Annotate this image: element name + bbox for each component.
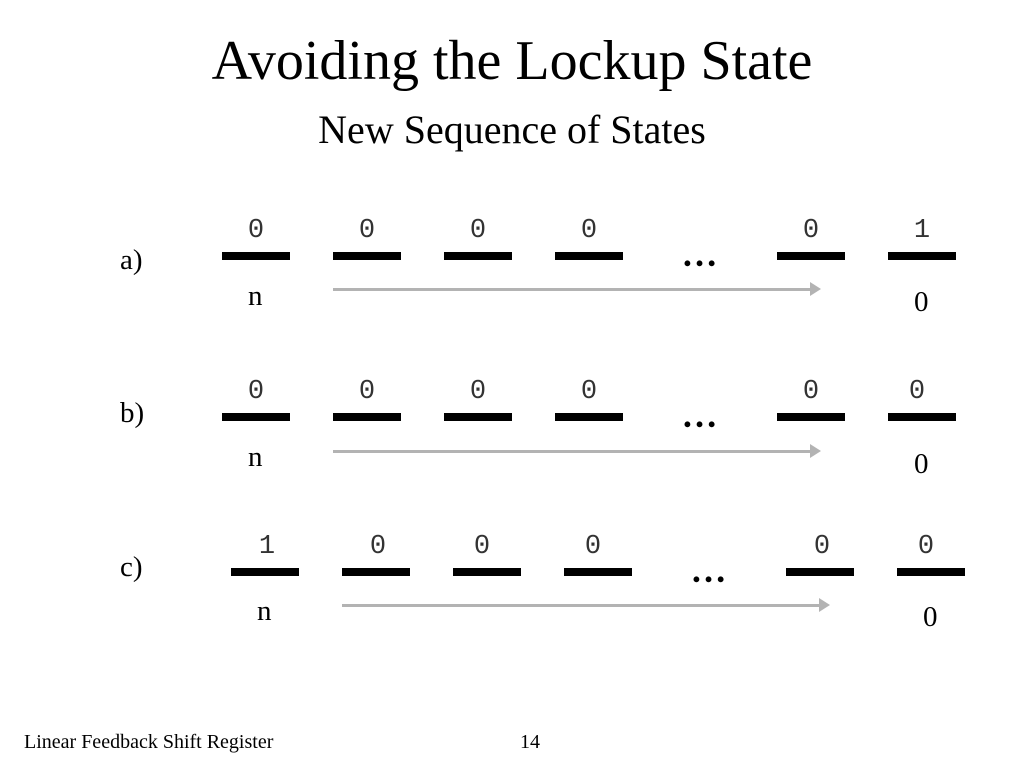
ellipsis: … — [681, 234, 719, 274]
shift-arrow-head — [819, 598, 830, 612]
row-label: b) — [120, 397, 145, 429]
register-cell — [888, 252, 956, 260]
register-cell — [897, 568, 965, 576]
bit-value: 0 — [802, 377, 820, 407]
page-number: 14 — [520, 731, 540, 753]
shift-arrow-line — [333, 450, 811, 453]
register-cell — [222, 413, 290, 421]
bit-value: 0 — [908, 377, 926, 407]
register-cell — [555, 252, 623, 260]
register-cell — [333, 413, 401, 421]
register-cell — [786, 568, 854, 576]
bit-value: 0 — [813, 532, 831, 562]
shift-arrow-head — [810, 444, 821, 458]
register-cell — [777, 413, 845, 421]
bit-value: 1 — [258, 532, 276, 562]
bit-value: 0 — [580, 216, 598, 246]
register-cell — [222, 252, 290, 260]
bit-value: 0 — [469, 377, 487, 407]
register-cell — [333, 252, 401, 260]
row-label: a) — [120, 244, 143, 276]
bit-value: 0 — [580, 377, 598, 407]
page-subtitle: New Sequence of States — [318, 107, 706, 152]
start-index: n — [248, 441, 263, 473]
ellipsis: … — [681, 395, 719, 435]
shift-arrow-head — [810, 282, 821, 296]
bit-value: 0 — [802, 216, 820, 246]
start-index: n — [257, 595, 272, 627]
register-cell — [564, 568, 632, 576]
register-cell — [342, 568, 410, 576]
register-cell — [888, 413, 956, 421]
bit-value: 0 — [247, 377, 265, 407]
end-index: 0 — [923, 601, 938, 633]
end-index: 0 — [914, 448, 929, 480]
bit-value: 1 — [913, 216, 931, 246]
bit-value: 0 — [917, 532, 935, 562]
bit-value: 0 — [473, 532, 491, 562]
page-title: Avoiding the Lockup State — [211, 30, 813, 92]
register-cell — [444, 252, 512, 260]
bit-value: 0 — [247, 216, 265, 246]
shift-arrow-line — [333, 288, 811, 291]
register-cell — [777, 252, 845, 260]
register-cell — [555, 413, 623, 421]
register-cell — [444, 413, 512, 421]
bit-value: 0 — [469, 216, 487, 246]
register-cell — [453, 568, 521, 576]
register-cell — [231, 568, 299, 576]
footer-title: Linear Feedback Shift Register — [24, 731, 274, 753]
bit-value: 0 — [358, 216, 376, 246]
bit-value: 0 — [358, 377, 376, 407]
shift-arrow-line — [342, 604, 820, 607]
start-index: n — [248, 280, 263, 312]
bit-value: 0 — [369, 532, 387, 562]
bit-value: 0 — [584, 532, 602, 562]
ellipsis: … — [690, 550, 728, 590]
row-label: c) — [120, 551, 143, 583]
end-index: 0 — [914, 286, 929, 318]
